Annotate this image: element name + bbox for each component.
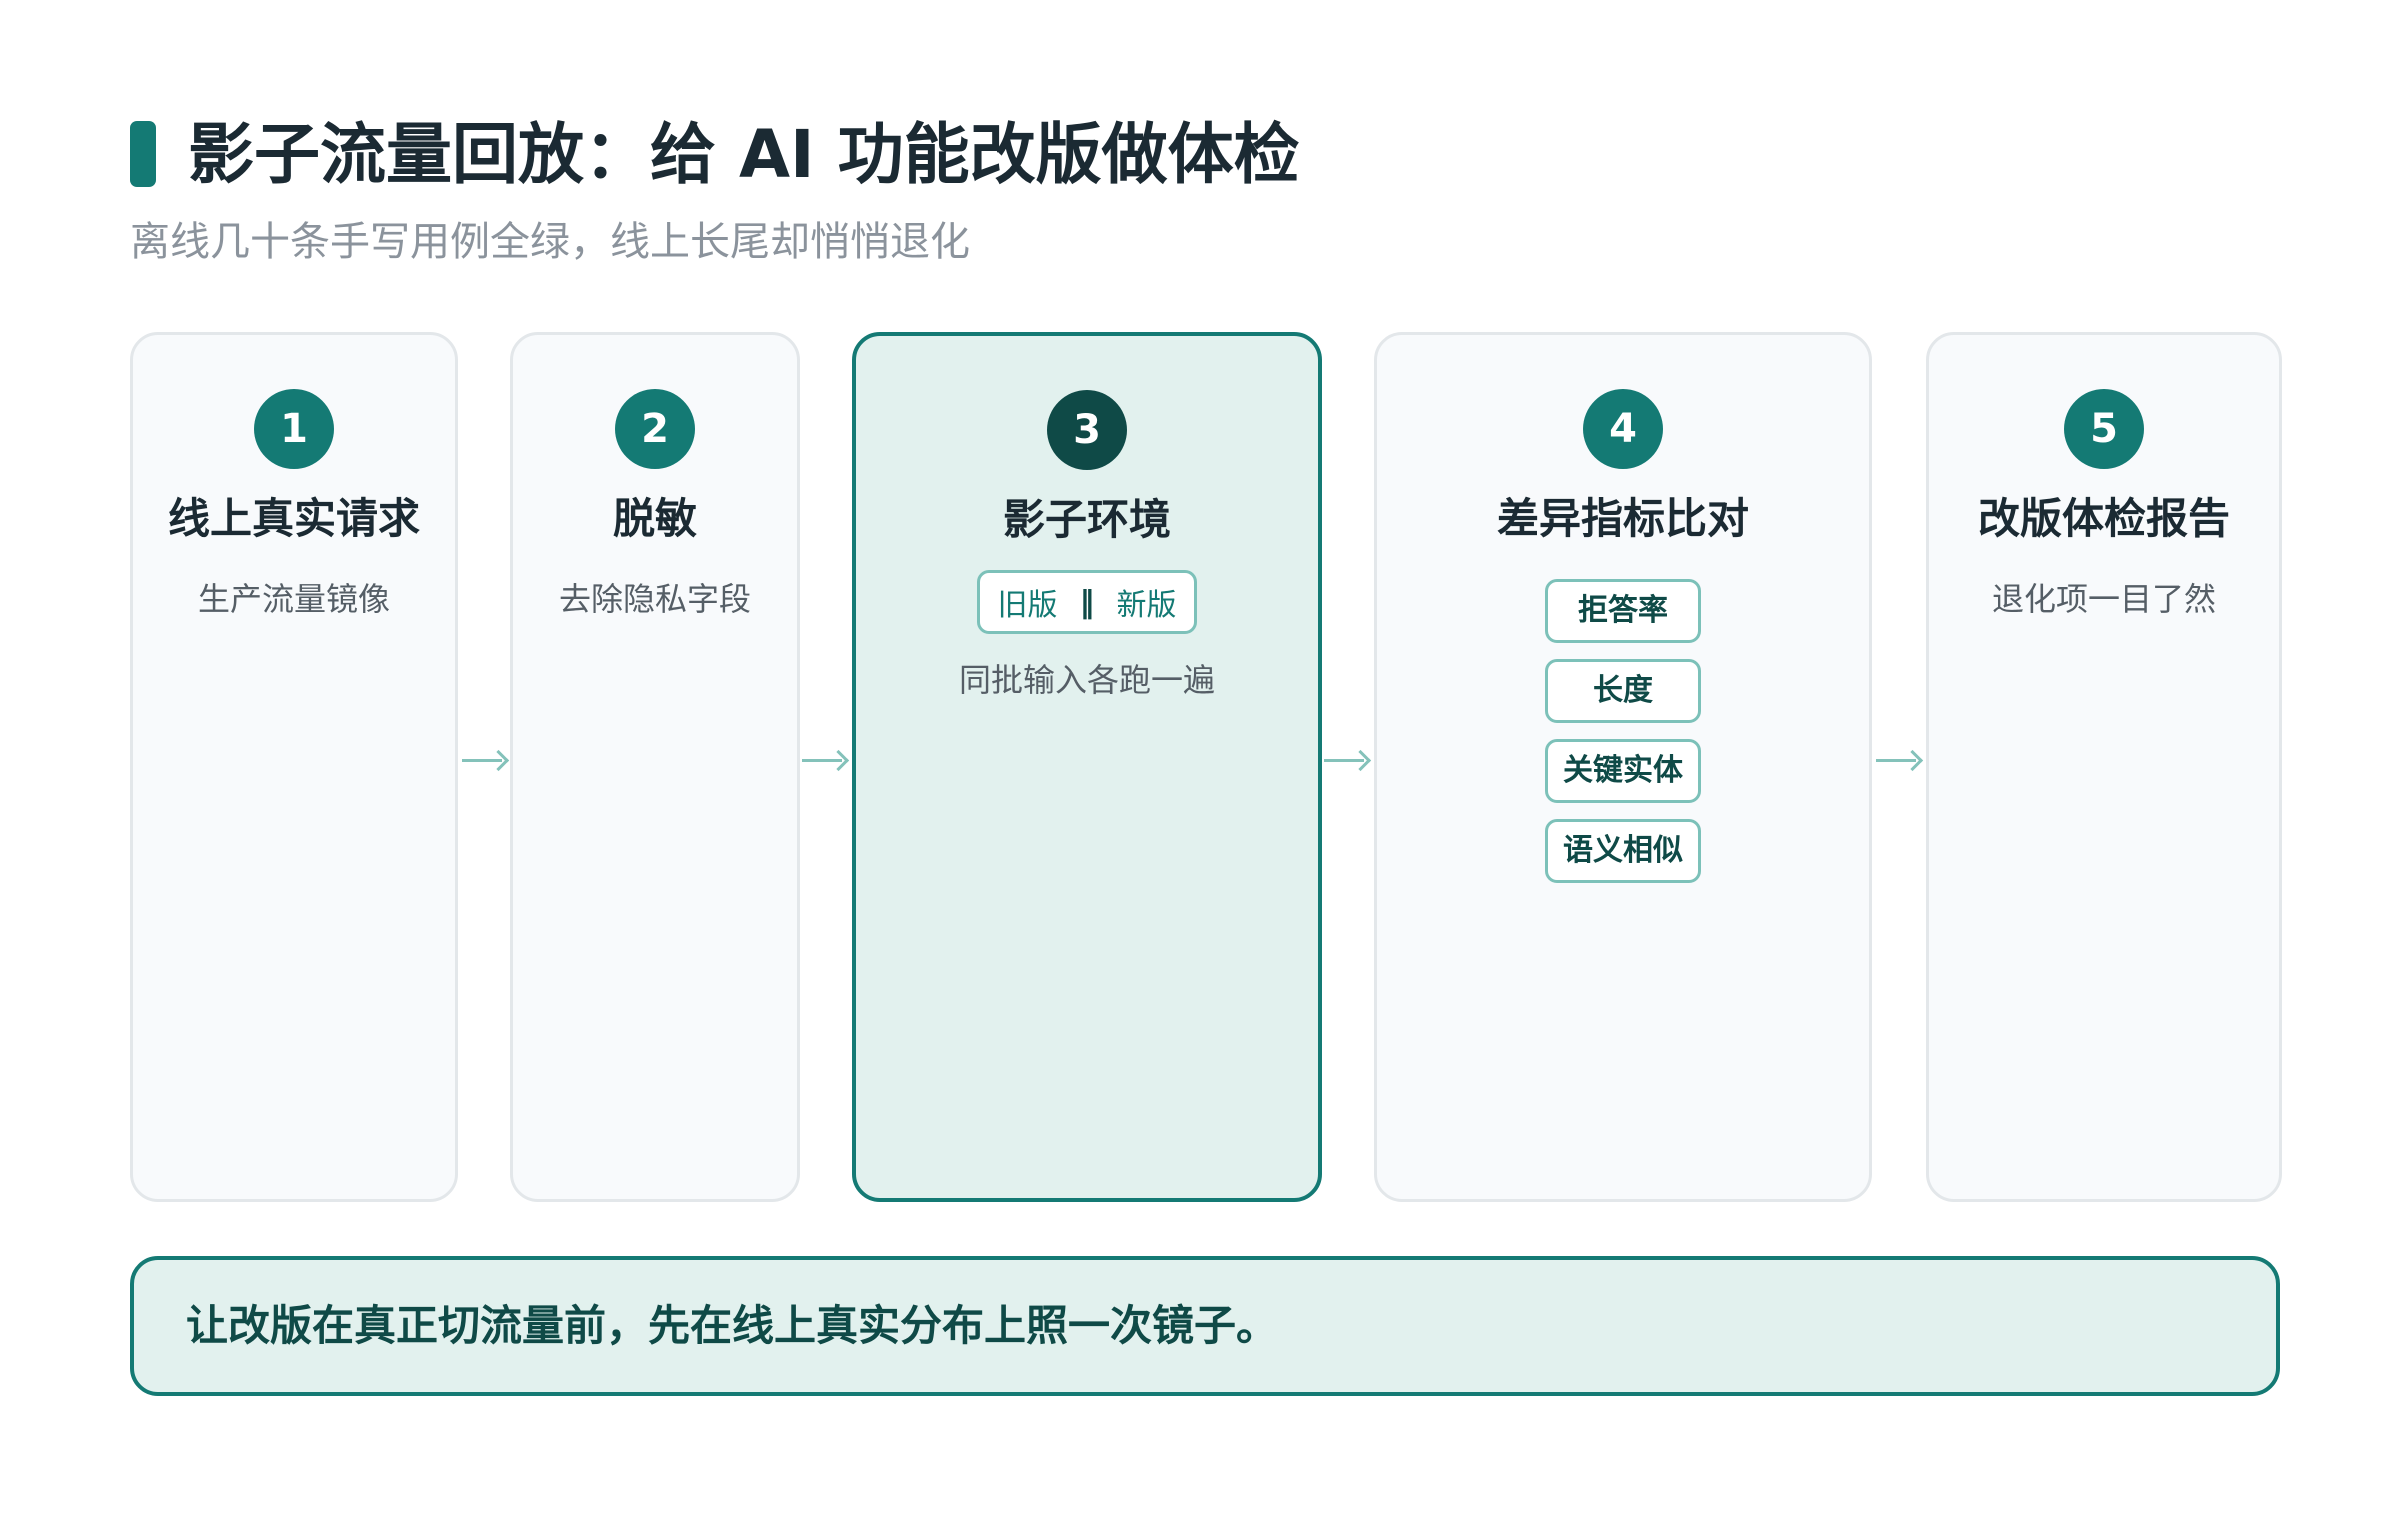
metric-list: 拒答率 长度 关键实体 语义相似 bbox=[1545, 579, 1701, 899]
step-desc-3: 同批输入各跑一遍 bbox=[958, 661, 1215, 699]
page-subtitle: 离线几十条手写用例全绿，线上长尾却悄悄退化 bbox=[130, 219, 970, 265]
summary-note: 让改版在真正切流量前，先在线上真实分布上照一次镜子。 bbox=[130, 1256, 2280, 1396]
step-title-2: 脱敏 bbox=[612, 494, 697, 543]
step-badge-3: 3 bbox=[1047, 390, 1127, 470]
step-card-3: 3 影子环境 旧版 ‖ 新版 同批输入各跑一遍 bbox=[852, 332, 1322, 1202]
arrow-icon bbox=[1324, 748, 1372, 772]
step-card-4: 4 差异指标比对 拒答率 长度 关键实体 语义相似 bbox=[1374, 332, 1872, 1202]
step-card-1: 1 线上真实请求 生产流量镜像 bbox=[130, 332, 458, 1202]
version-separator: ‖ bbox=[1079, 584, 1095, 620]
step-badge-2: 2 bbox=[615, 389, 695, 469]
metric-tag: 长度 bbox=[1545, 659, 1701, 723]
step-badge-4: 4 bbox=[1583, 389, 1663, 469]
page-title: 影子流量回放：给 AI 功能改版做体检 bbox=[188, 116, 1300, 193]
metric-tag: 语义相似 bbox=[1545, 819, 1701, 883]
step-title-5: 改版体检报告 bbox=[1977, 494, 2230, 543]
step-desc-1: 生产流量镜像 bbox=[197, 580, 390, 618]
step-title-3: 影子环境 bbox=[1002, 495, 1171, 544]
arrow-icon bbox=[462, 748, 510, 772]
metric-tag: 拒答率 bbox=[1545, 579, 1701, 643]
metric-tag: 关键实体 bbox=[1545, 739, 1701, 803]
version-pill: 旧版 ‖ 新版 bbox=[977, 570, 1197, 634]
step-desc-5: 退化项一目了然 bbox=[1991, 580, 2216, 618]
step-card-5: 5 改版体检报告 退化项一目了然 bbox=[1926, 332, 2282, 1202]
arrow-icon bbox=[802, 748, 850, 772]
summary-note-text: 让改版在真正切流量前，先在线上真实分布上照一次镜子。 bbox=[186, 1301, 1279, 1350]
step-badge-5: 5 bbox=[2064, 389, 2144, 469]
step-badge-1: 1 bbox=[254, 389, 334, 469]
version-old-label: 旧版 bbox=[997, 588, 1058, 623]
version-new-label: 新版 bbox=[1116, 588, 1177, 623]
step-desc-2: 去除隐私字段 bbox=[558, 580, 751, 618]
title-accent-bar bbox=[130, 121, 156, 187]
arrow-icon bbox=[1876, 748, 1924, 772]
step-card-2: 2 脱敏 去除隐私字段 bbox=[510, 332, 800, 1202]
step-title-4: 差异指标比对 bbox=[1496, 494, 1749, 543]
step-title-1: 线上真实请求 bbox=[167, 494, 420, 543]
